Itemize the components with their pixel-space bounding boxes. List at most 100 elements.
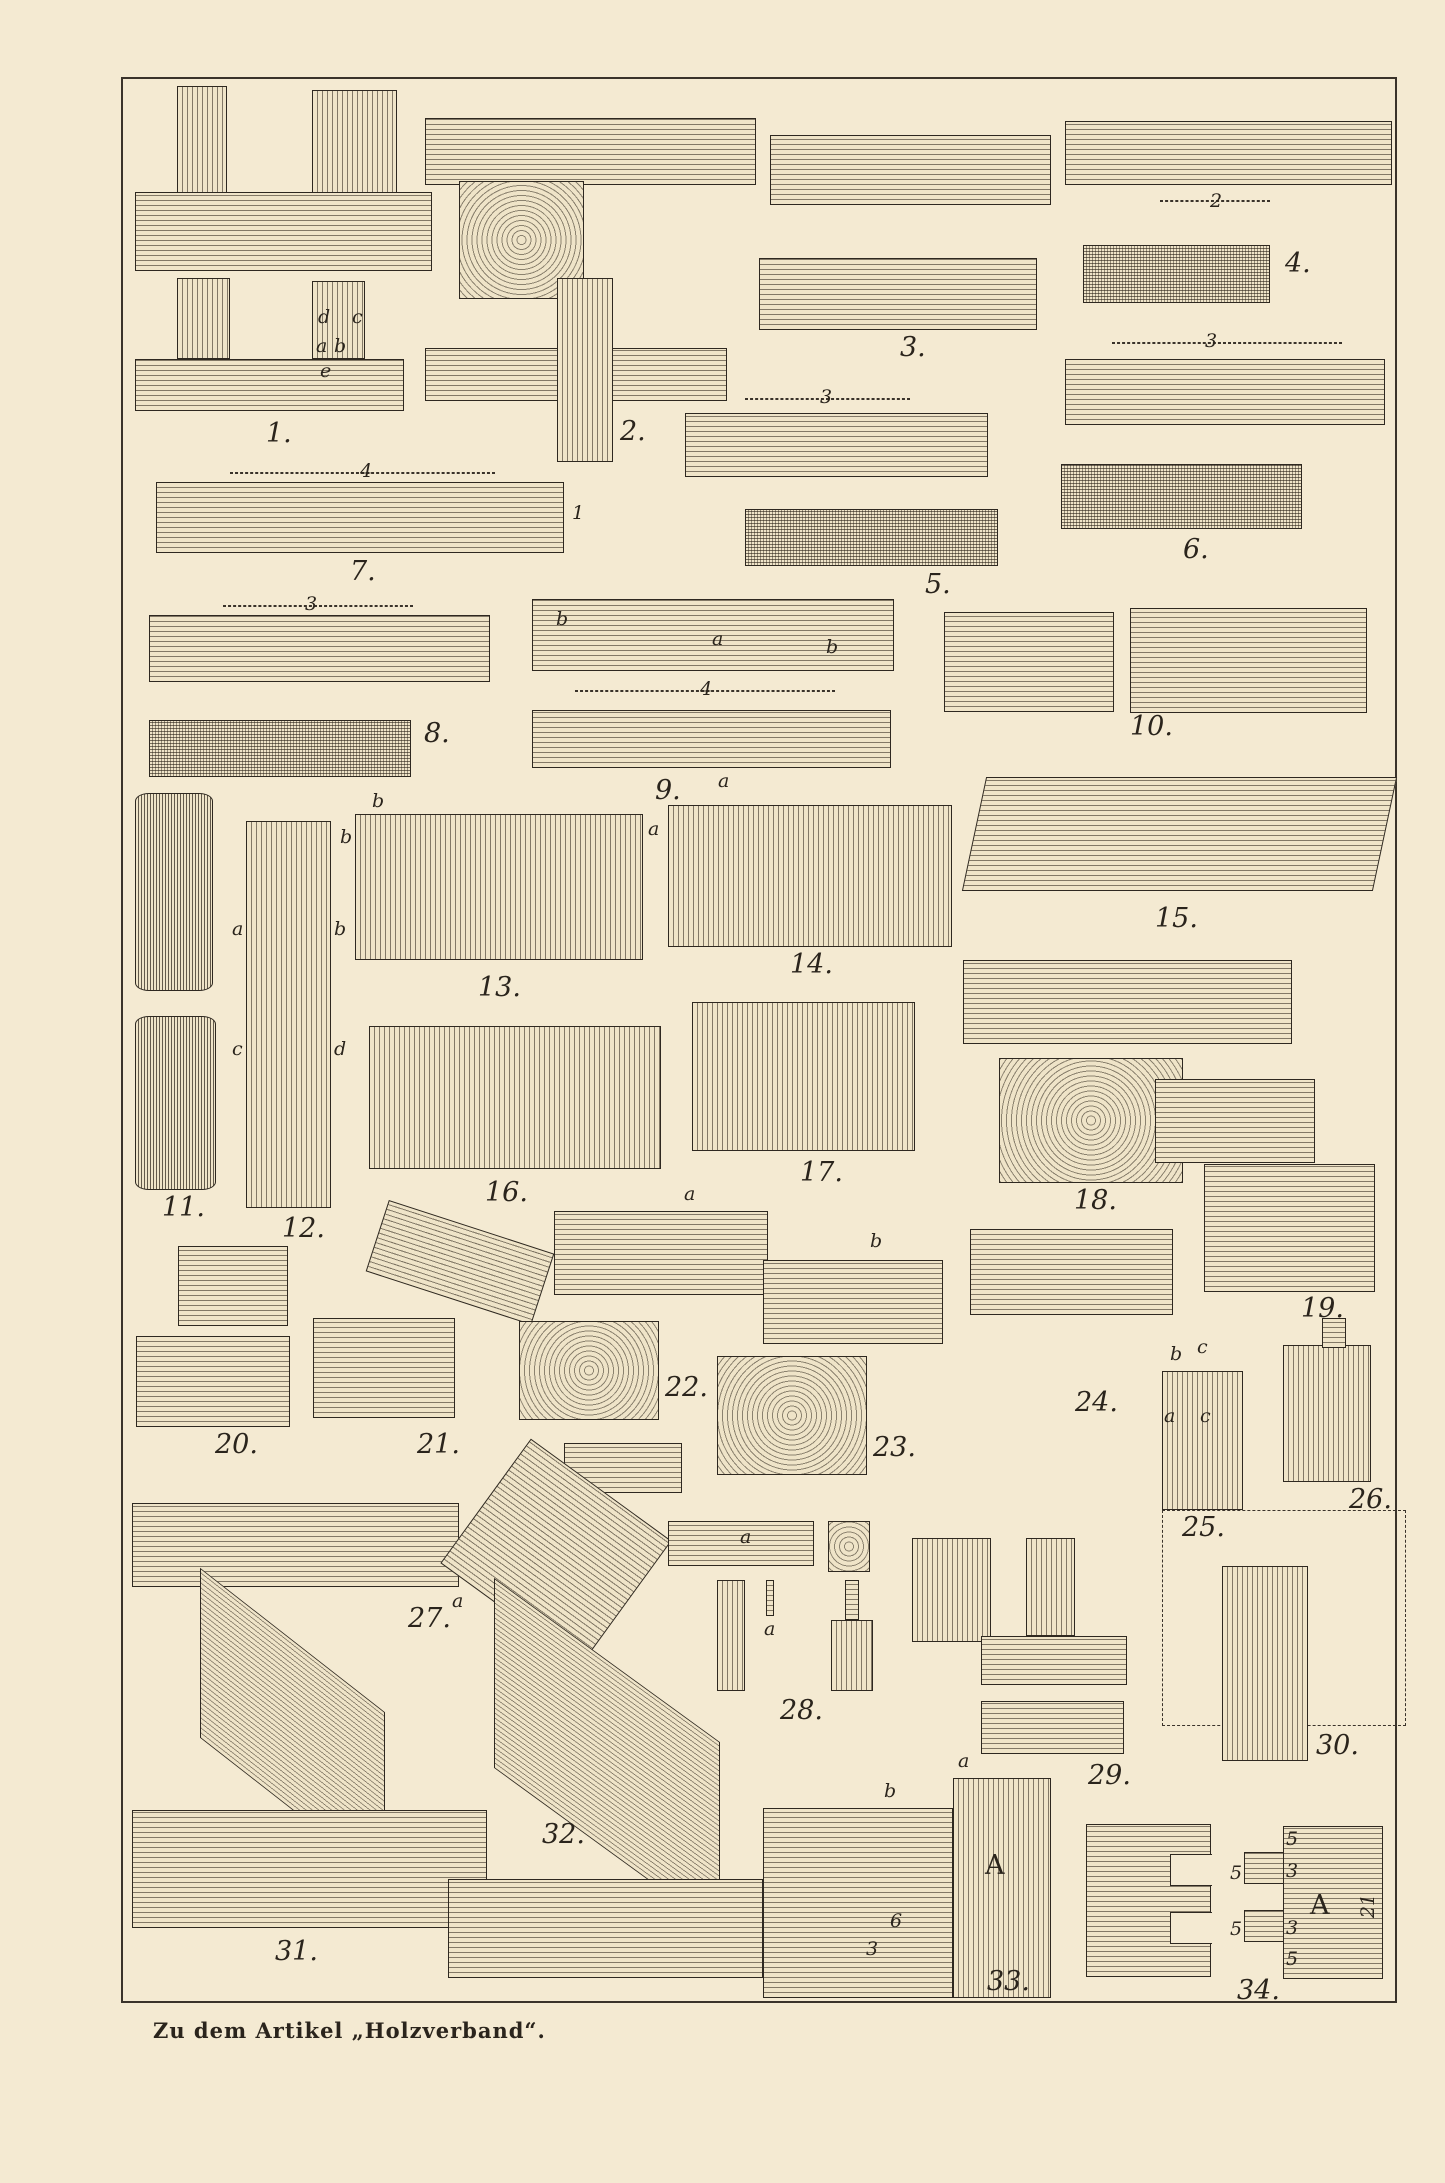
boards xyxy=(668,805,952,947)
slot xyxy=(1170,1912,1212,1944)
annotation: a xyxy=(740,1526,752,1548)
figure-label: 22. xyxy=(665,1372,708,1403)
post xyxy=(312,90,397,195)
annotation: A xyxy=(985,1850,1005,1881)
annotation: c xyxy=(352,306,363,328)
annotation: d xyxy=(334,1038,347,1060)
annotation: a xyxy=(648,818,660,840)
block xyxy=(136,1336,290,1427)
dimension-line xyxy=(745,398,910,400)
beam xyxy=(448,1879,763,1978)
boards xyxy=(369,1026,661,1169)
figure-label: 11. xyxy=(162,1192,205,1223)
dimension-line xyxy=(223,605,413,607)
figure-label: 17. xyxy=(800,1157,843,1188)
annotation: c xyxy=(1200,1405,1211,1427)
beam xyxy=(149,615,490,682)
beam xyxy=(532,710,891,768)
beam xyxy=(425,118,756,185)
beam xyxy=(1061,464,1302,529)
post xyxy=(1222,1566,1308,1761)
figure-label: 6. xyxy=(1183,534,1209,565)
plate-frame xyxy=(121,77,1397,2003)
beam xyxy=(1065,359,1385,425)
dimension: 2 xyxy=(1210,190,1223,212)
block xyxy=(564,1443,682,1493)
post xyxy=(1162,1371,1243,1510)
annotation: a xyxy=(1164,1405,1176,1427)
beam xyxy=(999,1058,1183,1183)
beam xyxy=(156,482,564,553)
figure-label: 27. xyxy=(408,1603,451,1634)
brace xyxy=(459,181,584,299)
figure-label: 23. xyxy=(873,1432,916,1463)
annotation: b xyxy=(556,608,569,630)
annotation: a xyxy=(958,1750,970,1772)
annotation: b xyxy=(826,636,839,658)
annotation: 21 xyxy=(1357,1893,1380,1919)
post xyxy=(312,281,365,359)
beam xyxy=(519,1321,659,1420)
plate-caption: Zu dem Artikel „Holzverband“. xyxy=(153,2018,546,2043)
dovetail xyxy=(1244,1910,1284,1942)
beam xyxy=(981,1636,1127,1685)
tenon xyxy=(766,1580,774,1616)
figure-label: 8. xyxy=(424,718,450,749)
dimension-line xyxy=(575,690,835,692)
figure-label: 25. xyxy=(1182,1512,1225,1543)
figure-label: 18. xyxy=(1074,1185,1117,1216)
beam xyxy=(1155,1079,1315,1163)
beam xyxy=(554,1211,768,1295)
annotation: a xyxy=(684,1183,696,1205)
figure-label: 34. xyxy=(1237,1975,1280,2006)
figure-label: 1. xyxy=(266,418,292,449)
beam xyxy=(970,1229,1173,1315)
figure-label: 30. xyxy=(1316,1730,1359,1761)
annotation: a xyxy=(712,628,724,650)
figure-label: 24. xyxy=(1075,1387,1118,1418)
post xyxy=(557,278,613,462)
figure-label: 32. xyxy=(542,1819,585,1850)
annotation: 3 xyxy=(1286,1917,1299,1939)
figure-label: 14. xyxy=(790,949,833,980)
figure-label: 33. xyxy=(987,1966,1030,1997)
annotation: a xyxy=(764,1618,776,1640)
post xyxy=(717,1580,745,1691)
dimension-line xyxy=(1160,200,1270,202)
tenon xyxy=(1322,1318,1346,1348)
post xyxy=(246,821,331,1208)
post xyxy=(912,1538,991,1642)
annotation: a xyxy=(316,335,328,357)
dimension-line xyxy=(230,472,495,474)
beam xyxy=(135,359,404,411)
block xyxy=(953,1778,1051,1998)
dimension: 4 xyxy=(700,678,713,700)
beam xyxy=(963,960,1292,1044)
figure-label: 3. xyxy=(900,332,926,363)
figure-label: 4. xyxy=(1285,248,1311,279)
dimension: 3 xyxy=(820,386,833,408)
annotation: c xyxy=(1197,1336,1208,1358)
figure-label: 29. xyxy=(1088,1760,1131,1791)
beam xyxy=(770,135,1051,205)
figure-label: 2. xyxy=(620,416,646,447)
beam xyxy=(717,1356,867,1475)
beam xyxy=(668,1521,814,1566)
annotation: d xyxy=(318,306,331,328)
beam xyxy=(763,1260,943,1344)
boards xyxy=(355,814,643,960)
figure-label: 31. xyxy=(275,1936,318,1967)
beam xyxy=(132,1810,487,1928)
annotation: b xyxy=(340,826,353,848)
annotation: c xyxy=(232,1038,243,1060)
dimension: 3 xyxy=(1205,330,1218,352)
beam xyxy=(1204,1164,1375,1292)
beam xyxy=(745,509,998,566)
beam xyxy=(1083,245,1270,303)
post xyxy=(1026,1538,1075,1636)
figure-label: 20. xyxy=(215,1429,258,1460)
block xyxy=(944,612,1114,712)
annotation: a xyxy=(718,770,730,792)
annotation: 3 xyxy=(866,1938,879,1960)
cylinder xyxy=(135,1016,216,1190)
